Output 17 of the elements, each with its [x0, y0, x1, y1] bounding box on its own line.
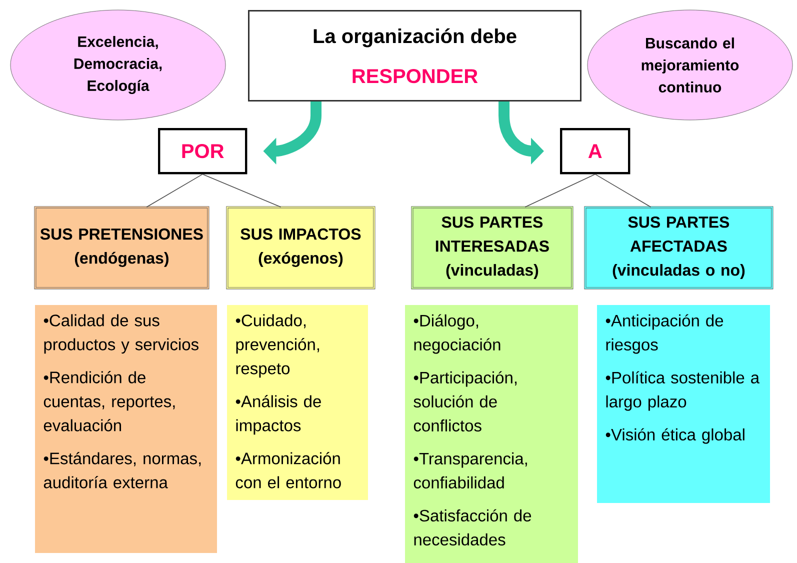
category-box: SUS PARTES INTERESADAS (vinculadas) [411, 206, 574, 290]
connector-box: POR [158, 128, 248, 174]
category-box: SUS IMPACTOS (exógenos) [226, 206, 376, 290]
bullet-list-box: •Diálogo, negociación •Participación, solución de conflictos •Transparencia, confiabilidad •Satisfacción de necesidades [405, 305, 578, 563]
bullet-list-box: •Calidad de sus productos y servicios •Rendición de cuentas, reportes, evaluación •Estándares, normas, auditoría externa [35, 305, 217, 553]
category-box: SUS PARTES AFECTADAS (vinculadas o no) [584, 206, 774, 290]
connector-line [202, 174, 282, 208]
bullet-list-box: •Anticipación de riesgos •Política sostenible a largo plazo •Visión ética global [597, 305, 770, 503]
title-box: La organización debe RESPONDER [248, 10, 582, 102]
category-box: SUS PRETENSIONES (endógenas) [34, 206, 210, 290]
ellipse-note: Excelencia, Democracia, Ecología [10, 10, 226, 120]
bullet-list-box: •Cuidado, prevención, respeto •Análisis de impactos •Armonización con el entorno [227, 305, 368, 500]
connector-line [524, 174, 596, 208]
ellipse-note: Buscando el mejoramiento continuo [587, 10, 793, 120]
connector-box: A [560, 128, 630, 174]
connector-line [146, 174, 203, 208]
connector-line [594, 174, 652, 208]
